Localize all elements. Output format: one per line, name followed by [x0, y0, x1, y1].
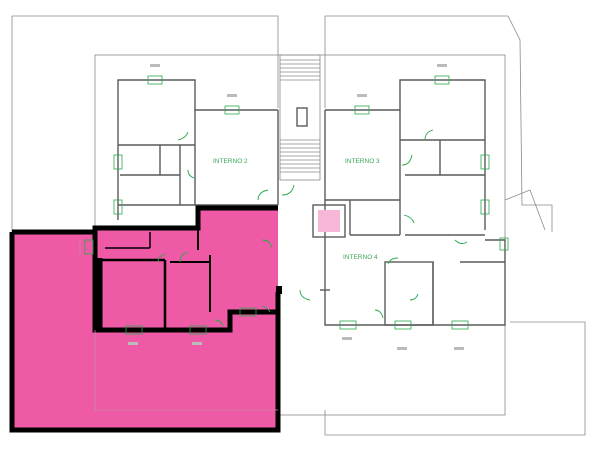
- stairwell: [279, 54, 321, 181]
- room-label-interno-3: INTERNO 3: [345, 158, 380, 165]
- doors: [157, 129, 468, 327]
- interno-4-walls: [312, 200, 506, 326]
- interno-1-highlight: [9, 205, 282, 433]
- interno-3-walls: [324, 79, 486, 235]
- windows: [84, 75, 509, 335]
- room-label-interno-4: INTERNO 4: [343, 254, 378, 261]
- highlighted-unit: [12, 208, 278, 430]
- window-tags: [128, 64, 464, 350]
- interno-2-walls: [117, 79, 279, 220]
- room-label-interno-2: INTERNO 2: [213, 158, 248, 165]
